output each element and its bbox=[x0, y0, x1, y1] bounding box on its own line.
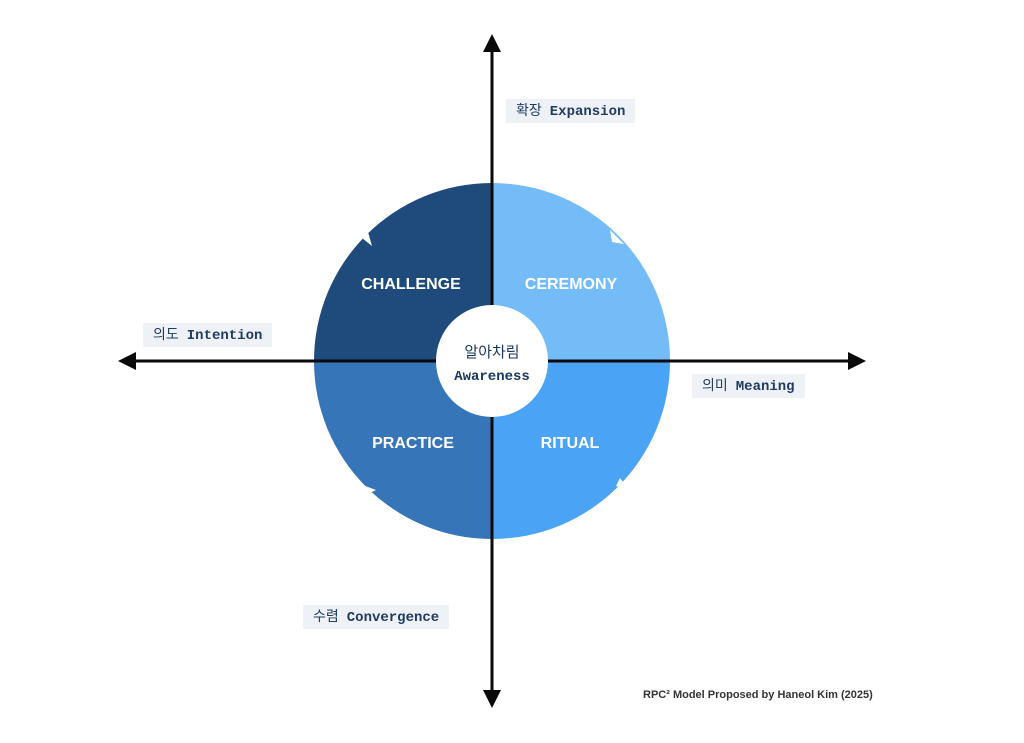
ring-notch-bottom-right bbox=[616, 478, 630, 492]
center-label-ko: 알아차림 bbox=[464, 343, 519, 361]
ring-notch-top-right bbox=[610, 230, 624, 244]
axis-tag-convergence: 수렴 Convergence bbox=[303, 605, 450, 629]
axis-tag-expansion-en: Expansion bbox=[549, 104, 626, 120]
arrow-right-icon bbox=[848, 352, 866, 370]
quadrant-practice bbox=[314, 361, 492, 539]
label-ceremony: CEREMONY bbox=[525, 276, 618, 293]
quadrant-ceremony bbox=[492, 183, 670, 361]
axis-tag-convergence-ko: 수렴 bbox=[313, 609, 339, 625]
ring-notch-bottom-left bbox=[360, 484, 376, 496]
axis-tag-meaning: 의미 Meaning bbox=[692, 374, 805, 398]
label-ritual: RITUAL bbox=[541, 435, 600, 452]
axis-tag-expansion: 확장 Expansion bbox=[506, 99, 636, 123]
center-circle bbox=[436, 305, 548, 417]
label-practice: PRACTICE bbox=[372, 435, 454, 452]
arrow-up-icon bbox=[483, 34, 501, 52]
arrow-down-icon bbox=[483, 690, 501, 708]
axis-tag-intention-ko: 의도 bbox=[153, 327, 179, 343]
axis-tag-intention: 의도 Intention bbox=[143, 323, 273, 347]
axis-tag-meaning-en: Meaning bbox=[735, 379, 795, 395]
arrow-left-icon bbox=[118, 352, 136, 370]
axis-tag-intention-en: Intention bbox=[186, 328, 263, 344]
center-label-en: Awareness bbox=[454, 369, 530, 385]
credit-text: RPC² Model Proposed by Haneol Kim (2025) bbox=[643, 689, 873, 701]
axis-tag-expansion-ko: 확장 bbox=[516, 103, 542, 119]
axis-tag-meaning-ko: 의미 bbox=[702, 378, 728, 394]
quadrant-ritual bbox=[492, 361, 670, 539]
ring-notch-top-left bbox=[362, 232, 372, 246]
label-challenge: CHALLENGE bbox=[361, 276, 461, 293]
quadrant-challenge bbox=[314, 183, 492, 361]
axis-tag-convergence-en: Convergence bbox=[346, 610, 440, 626]
